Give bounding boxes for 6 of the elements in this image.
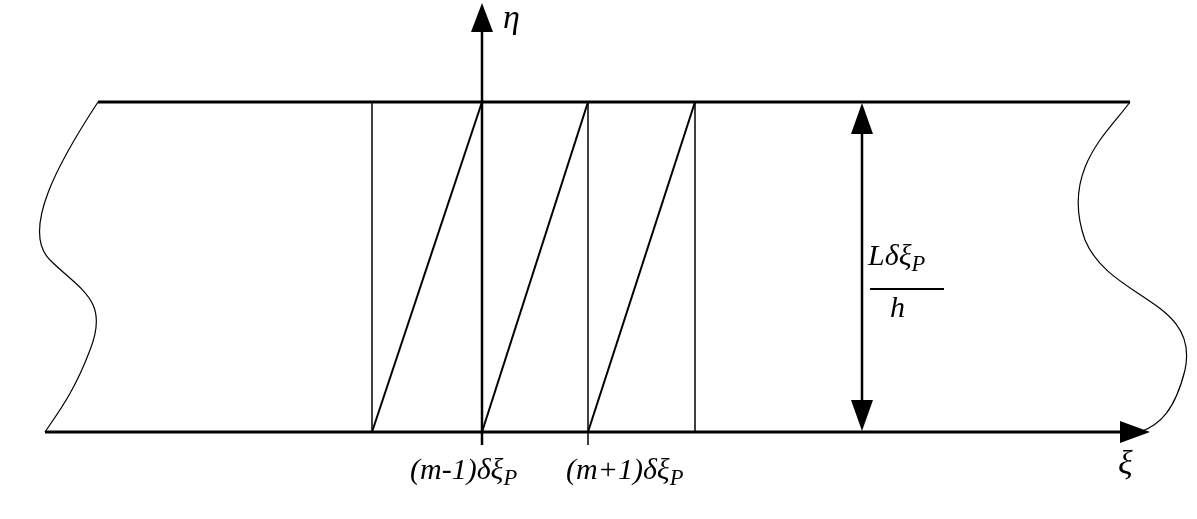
tick-label: (m-1)δξ$_{P}$ xyxy=(410,454,518,484)
axis-label: ξ xyxy=(1118,446,1133,480)
axis-label: η xyxy=(503,0,520,34)
tick-label: (m+1)δξ$_{P}$ xyxy=(566,454,684,484)
fraction-denominator: h xyxy=(890,292,905,322)
fraction-numerator: Lδξ$_{P}$ xyxy=(868,240,926,270)
